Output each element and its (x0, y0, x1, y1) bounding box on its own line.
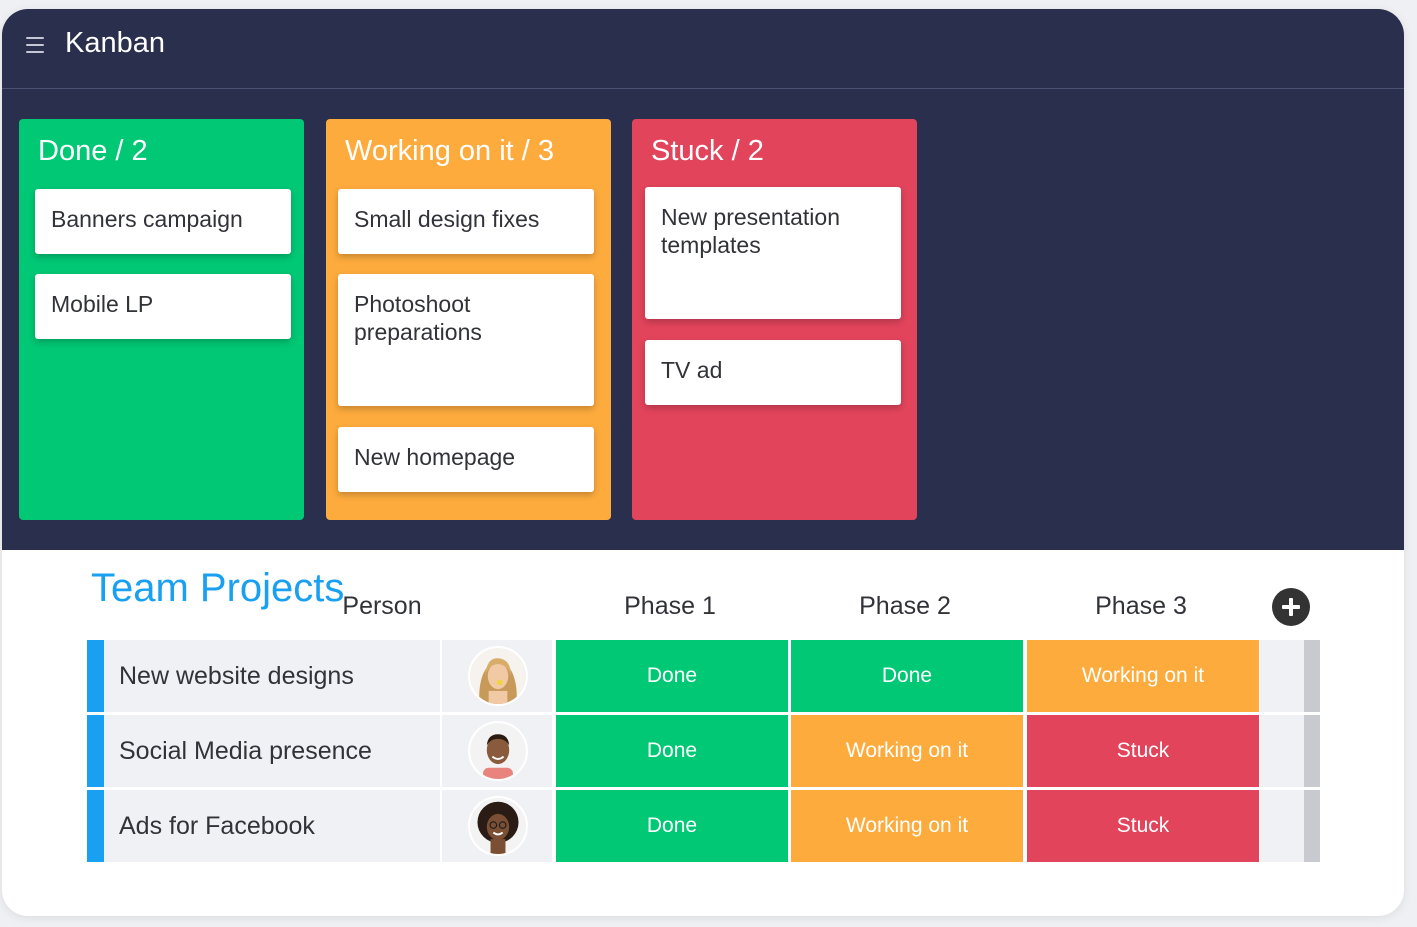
row-accent (87, 790, 104, 862)
kanban-board: Kanban Done / 2 Banners campaign Mobile … (2, 9, 1404, 550)
status-cell-done[interactable]: Done (556, 715, 788, 787)
kanban-card[interactable]: New homepage (338, 427, 594, 492)
column-title: Done / 2 (38, 135, 148, 167)
table-row: Ads for Facebook Done Working on it Stuc… (87, 790, 1320, 862)
column-title: Stuck / 2 (651, 135, 764, 167)
kanban-column-working: Working on it / 3 Small design fixes Pho… (326, 119, 611, 520)
status-cell-done[interactable]: Done (556, 640, 788, 712)
projects-title: Team Projects (91, 566, 345, 610)
row-tail (1260, 640, 1304, 712)
row-accent (87, 715, 104, 787)
row-accent (87, 640, 104, 712)
status-cell-working[interactable]: Working on it (1027, 640, 1259, 712)
column-header-phase-1: Phase 1 (624, 592, 716, 620)
person-cell[interactable] (442, 640, 552, 712)
status-cell-done[interactable]: Done (791, 640, 1023, 712)
app-window: Kanban Done / 2 Banners campaign Mobile … (2, 9, 1404, 916)
table-row: New website designs Done Done Working on… (87, 640, 1320, 712)
kanban-card[interactable]: Mobile LP (35, 274, 291, 339)
status-cell-working[interactable]: Working on it (791, 790, 1023, 862)
person-cell[interactable] (442, 715, 552, 787)
plus-circle-icon[interactable] (1272, 588, 1310, 626)
column-header-phase-3: Phase 3 (1095, 592, 1187, 620)
row-scrollbar[interactable] (1304, 640, 1320, 712)
row-name[interactable]: Ads for Facebook (104, 790, 440, 862)
person-cell[interactable] (442, 790, 552, 862)
column-header-phase-2: Phase 2 (859, 592, 951, 620)
status-cell-stuck[interactable]: Stuck (1027, 715, 1259, 787)
page-title: Kanban (65, 27, 165, 59)
kanban-card[interactable]: Banners campaign (35, 189, 291, 254)
woman-blonde-avatar (468, 646, 528, 706)
row-tail (1260, 790, 1304, 862)
kanban-card[interactable]: Small design fixes (338, 189, 594, 254)
column-title: Working on it / 3 (345, 135, 555, 167)
kanban-card[interactable]: Photoshoot preparations (338, 274, 594, 406)
kanban-column-stuck: Stuck / 2 New presentation templates TV … (632, 119, 917, 520)
row-scrollbar[interactable] (1304, 790, 1320, 862)
man-smiling-avatar (468, 721, 528, 781)
woman-curly-hair-avatar (468, 796, 528, 856)
hamburger-menu-icon[interactable] (26, 37, 44, 53)
row-name[interactable]: Social Media presence (104, 715, 440, 787)
table-row: Social Media presence Done Working on it… (87, 715, 1320, 787)
kanban-card[interactable]: TV ad (645, 340, 901, 405)
status-cell-stuck[interactable]: Stuck (1027, 790, 1259, 862)
kanban-column-done: Done / 2 Banners campaign Mobile LP (19, 119, 304, 520)
status-cell-done[interactable]: Done (556, 790, 788, 862)
kanban-card[interactable]: New presentation templates (645, 187, 901, 319)
column-header-person: Person (342, 592, 422, 620)
row-name[interactable]: New website designs (104, 640, 440, 712)
row-tail (1260, 715, 1304, 787)
kanban-header: Kanban (2, 9, 1404, 89)
row-scrollbar[interactable] (1304, 715, 1320, 787)
status-cell-working[interactable]: Working on it (791, 715, 1023, 787)
